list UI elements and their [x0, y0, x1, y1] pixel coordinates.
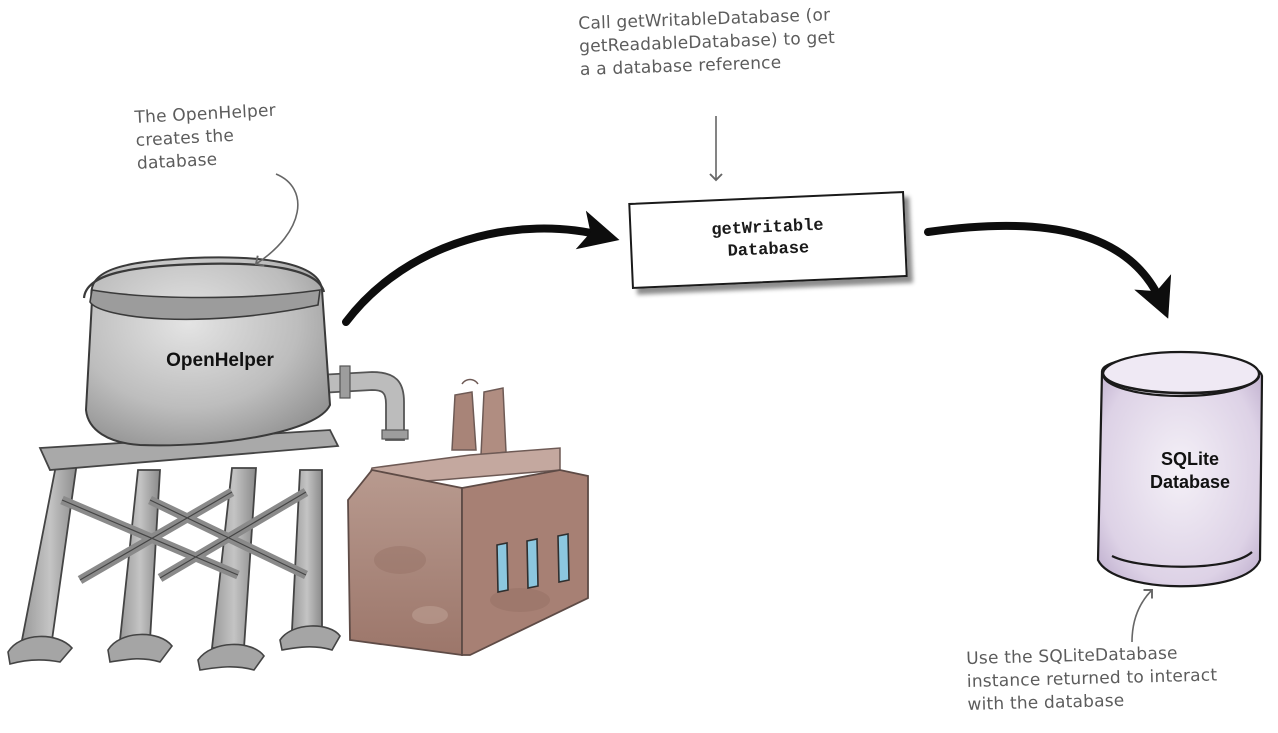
- sqlite-label-line: Database: [1149, 472, 1231, 492]
- pipe: [317, 365, 409, 441]
- openhelper-annotation: The OpenHelper creates the database: [134, 100, 279, 176]
- openhelper-tank: [82, 256, 332, 447]
- note-arrow-sqlite: [1131, 589, 1153, 643]
- arrow-openhelper-to-method: [342, 210, 620, 326]
- tank-legs: [7, 429, 341, 671]
- sqlite-annotation: Use the SQLiteDatabase instance returned…: [966, 641, 1218, 717]
- openhelper-label: OpenHelper: [166, 350, 274, 371]
- database-cylinder-icon: [1096, 350, 1264, 588]
- arrow-method-to-sqlite: [924, 221, 1172, 319]
- sqlite-database-label: SQLite Database: [1130, 448, 1250, 494]
- getwritabledatabase-box: getWritable Database: [628, 191, 908, 289]
- sqlite-label-line: SQLite: [1160, 449, 1219, 469]
- method-box-line: Database: [727, 239, 810, 262]
- getdatabase-annotation: Call getWritableDatabase (or getReadable…: [578, 4, 836, 82]
- note-arrow-openhelper: [254, 173, 299, 267]
- factory-illustration: [347, 378, 589, 657]
